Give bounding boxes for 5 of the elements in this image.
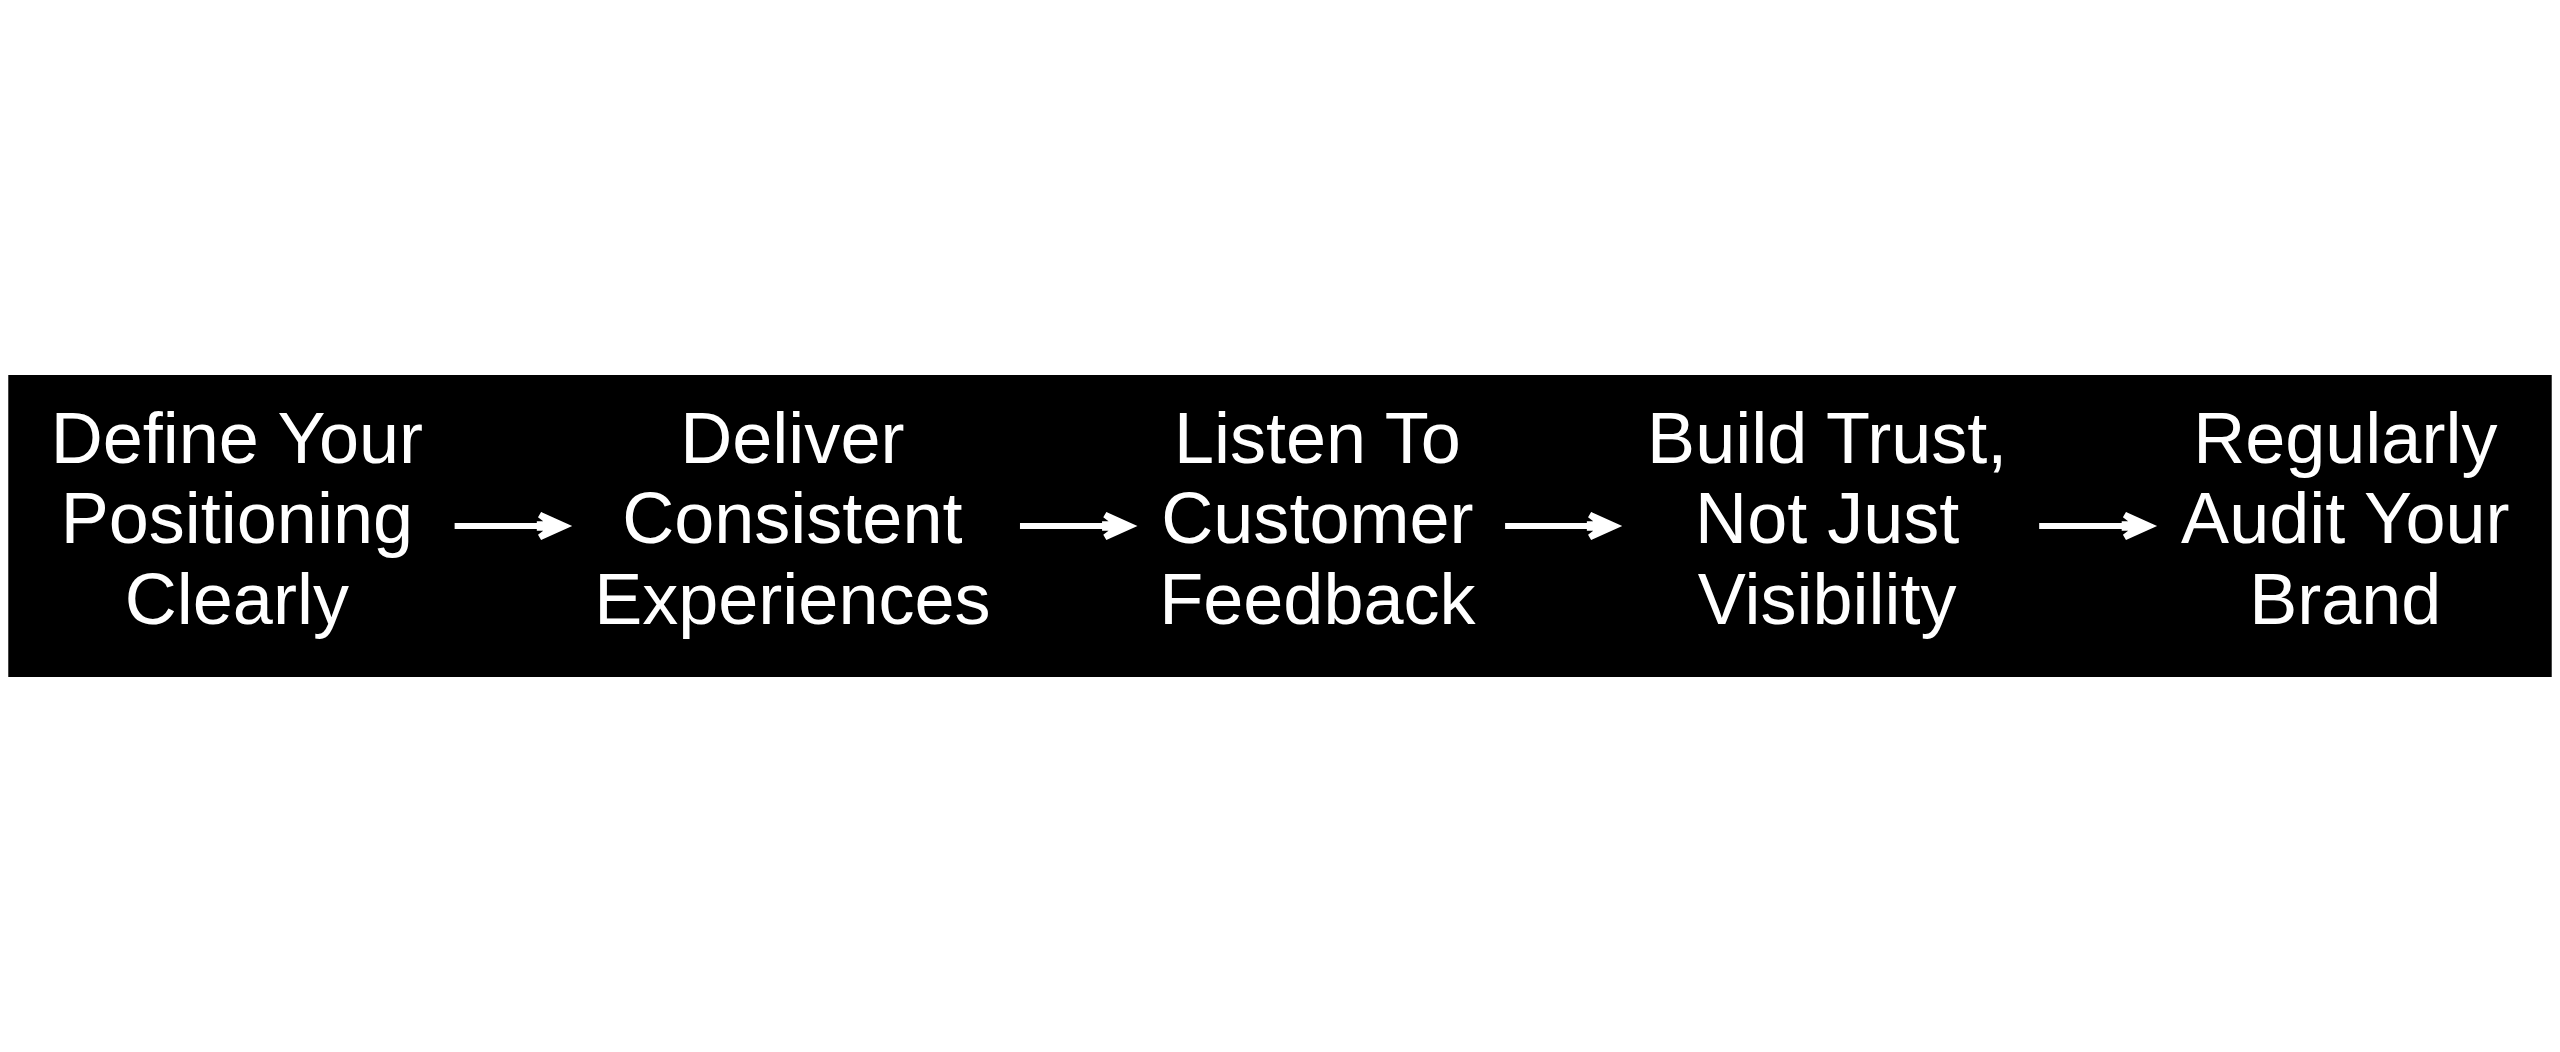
node-text: Define Your Positioning Clearly (50, 398, 424, 639)
node-text: Deliver Consistent Experiences (594, 398, 991, 639)
node-text: Listen To Customer Feedback (1159, 398, 1476, 639)
node-text: Build Trust, Not Just Visibility (1647, 398, 2008, 639)
node-text: Regularly Audit Your Brand (2181, 398, 2510, 639)
